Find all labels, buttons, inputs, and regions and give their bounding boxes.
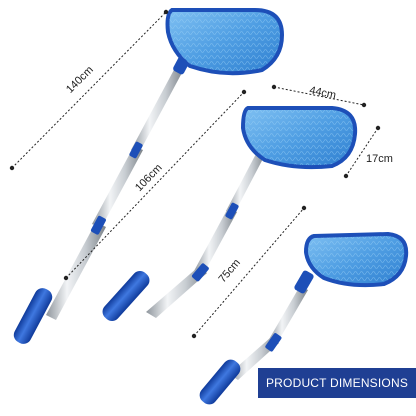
pole-upper-segment [226, 150, 266, 214]
dimension-line-75 [191, 205, 307, 339]
skimmer-net-mesh [169, 12, 280, 72]
dimension-line-width [271, 84, 367, 108]
net-connector [294, 270, 314, 294]
pole-lower-segment [146, 268, 207, 318]
pole-grip [102, 270, 150, 322]
pole-lower-segment [229, 338, 279, 380]
pole-middle-segment [194, 208, 237, 275]
pole-lock-ring [265, 333, 282, 352]
pole-lower-segment [46, 222, 106, 320]
skimmer-net-mesh [245, 110, 354, 166]
dimension-label-width: 44cm [308, 84, 337, 101]
pole-upper-segment [268, 286, 308, 345]
pole-upper-segment [131, 66, 184, 153]
pole-grip [13, 288, 53, 344]
pole-lock-ring [90, 215, 106, 235]
dimension-label-106: 106cm [133, 162, 165, 194]
dimension-line-106 [63, 89, 247, 281]
pole-lock-ring [191, 263, 209, 282]
dimension-line-depth [343, 125, 381, 179]
pole-middle-segment [92, 146, 143, 228]
pole-lock-ring [129, 141, 143, 159]
skimmer-large [13, 8, 285, 344]
dimension-label-140: 140cm [64, 64, 96, 96]
skimmer-medium [102, 106, 358, 322]
dimension-line-140 [9, 9, 169, 171]
skimmer-net-mesh [308, 236, 405, 284]
product-dimensions-banner: PRODUCT DIMENSIONS [258, 368, 416, 398]
dimension-label-depth: 17cm [366, 153, 393, 165]
skimmer-small [199, 231, 409, 405]
pole-grip [199, 359, 241, 405]
dimension-label-75: 75cm [216, 257, 242, 285]
pole-lock-ring [225, 202, 239, 220]
